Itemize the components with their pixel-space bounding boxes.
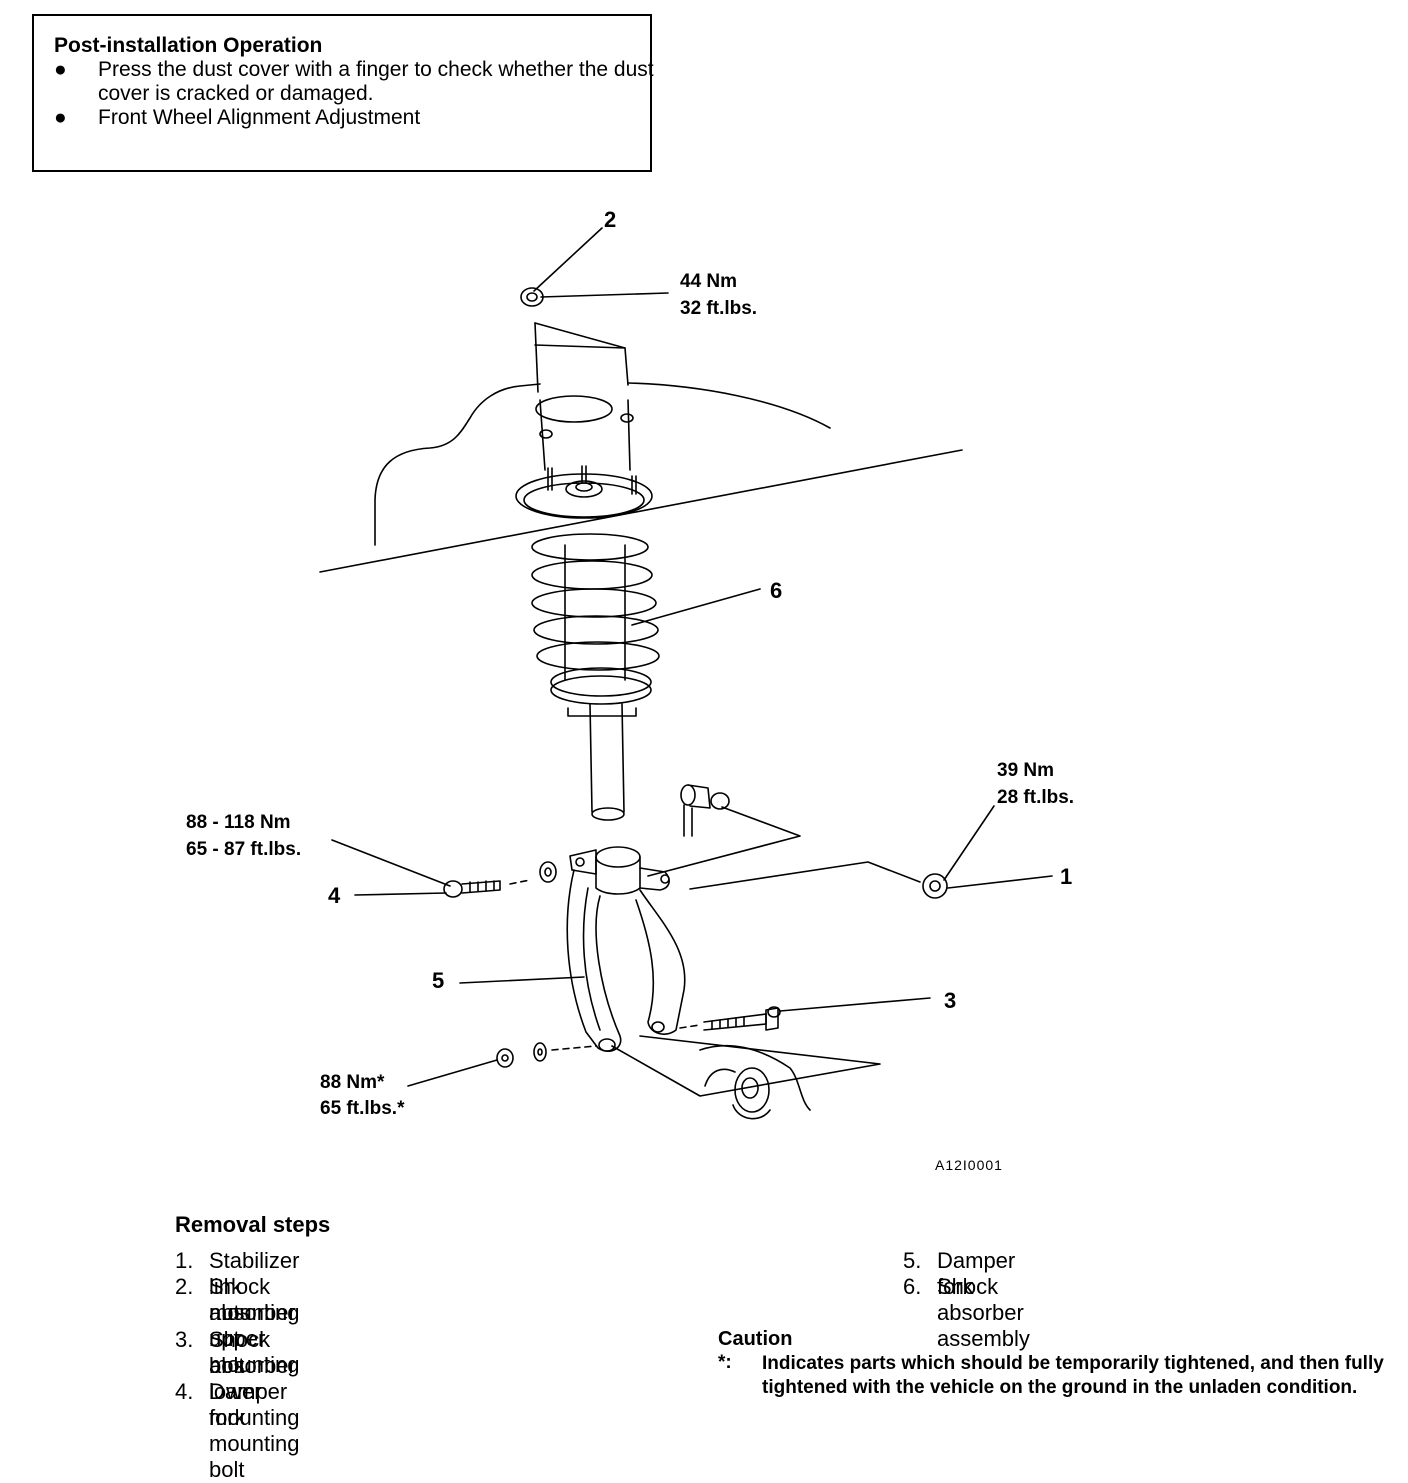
- step-text: Shock absorber assembly: [937, 1274, 1030, 1351]
- lower-mounting-bolt: [679, 1006, 781, 1031]
- torque-link-ftlbs: 28 ft.lbs.: [997, 787, 1074, 808]
- damper-fork: [566, 846, 686, 1052]
- shock-absorber-assembly: [515, 465, 660, 821]
- step-text: nuts: [209, 1300, 251, 1325]
- step-number: 4.: [175, 1379, 194, 1404]
- removal-steps-title: Removal steps: [175, 1212, 331, 1237]
- post-installation-item-text: Front Wheel Alignment Adjustment: [98, 106, 421, 129]
- torque-link-nm: 39 Nm: [997, 760, 1054, 781]
- stabilizer-link: [647, 784, 801, 877]
- torque-upper-ftlbs: 32 ft.lbs.: [680, 298, 757, 319]
- caution-asterisk: *:: [718, 1352, 732, 1373]
- step-text: Damper fork: [937, 1248, 1016, 1299]
- upper-mounting-nut: [520, 287, 634, 471]
- torque-fork-bolt-nm: 88 - 118 Nm: [186, 812, 291, 833]
- suspension-exploded-diagram: 1 2 3 4 5 6 44 Nm 32 ft.lbs. 39 Nm 28 ft…: [186, 207, 1074, 1173]
- step-number: 5.: [903, 1248, 922, 1273]
- stabilizer-link-nut: [689, 861, 948, 899]
- torque-fork-bolt-ftlbs: 65 - 87 ft.lbs.: [186, 839, 301, 860]
- callout-1: 1: [1060, 864, 1072, 889]
- step-text: Shock absorber lower mounting: [209, 1327, 300, 1430]
- post-installation-item-text: Press the dust cover with a finger to ch…: [98, 58, 654, 105]
- bullet-icon: ●: [54, 106, 67, 129]
- lower-control-arm: [611, 1035, 881, 1120]
- step-text: Shock absorber upper mounting: [209, 1274, 300, 1377]
- step-number: 1.: [175, 1248, 194, 1273]
- callout-3: 3: [944, 988, 956, 1013]
- torque-lower-ftlbs: 65 ft.lbs.*: [320, 1098, 405, 1119]
- step-number: 2.: [175, 1274, 194, 1299]
- caution-title: Caution: [718, 1328, 793, 1350]
- caution-text: Indicates parts which should be temporar…: [762, 1353, 1384, 1398]
- step-text: Damper fork mounting bolt: [209, 1379, 300, 1482]
- lower-nut-and-washer: [496, 1042, 597, 1068]
- post-installation-box: Post-installation Operation ● Press the …: [32, 14, 654, 172]
- torque-upper-nm: 44 Nm: [680, 271, 737, 292]
- torque-lower-nm: 88 Nm*: [320, 1072, 385, 1093]
- step-text: Stabilizer link mounting nut: [209, 1248, 300, 1351]
- callout-4: 4: [328, 883, 341, 908]
- bullet-icon: ●: [54, 58, 67, 81]
- callout-6: 6: [770, 578, 782, 603]
- step-number: 3.: [175, 1327, 194, 1352]
- leader-lines: [331, 227, 1053, 1087]
- callout-2: 2: [604, 207, 616, 232]
- callout-5: 5: [432, 968, 444, 993]
- post-installation-title: Post-installation Operation: [54, 34, 323, 57]
- step-number: 6.: [903, 1274, 922, 1299]
- figure-code: A12I0001: [935, 1157, 1003, 1173]
- body-panel-outline: [319, 382, 963, 573]
- step-text: bolt: [209, 1353, 245, 1378]
- damper-fork-bolt: [443, 861, 557, 898]
